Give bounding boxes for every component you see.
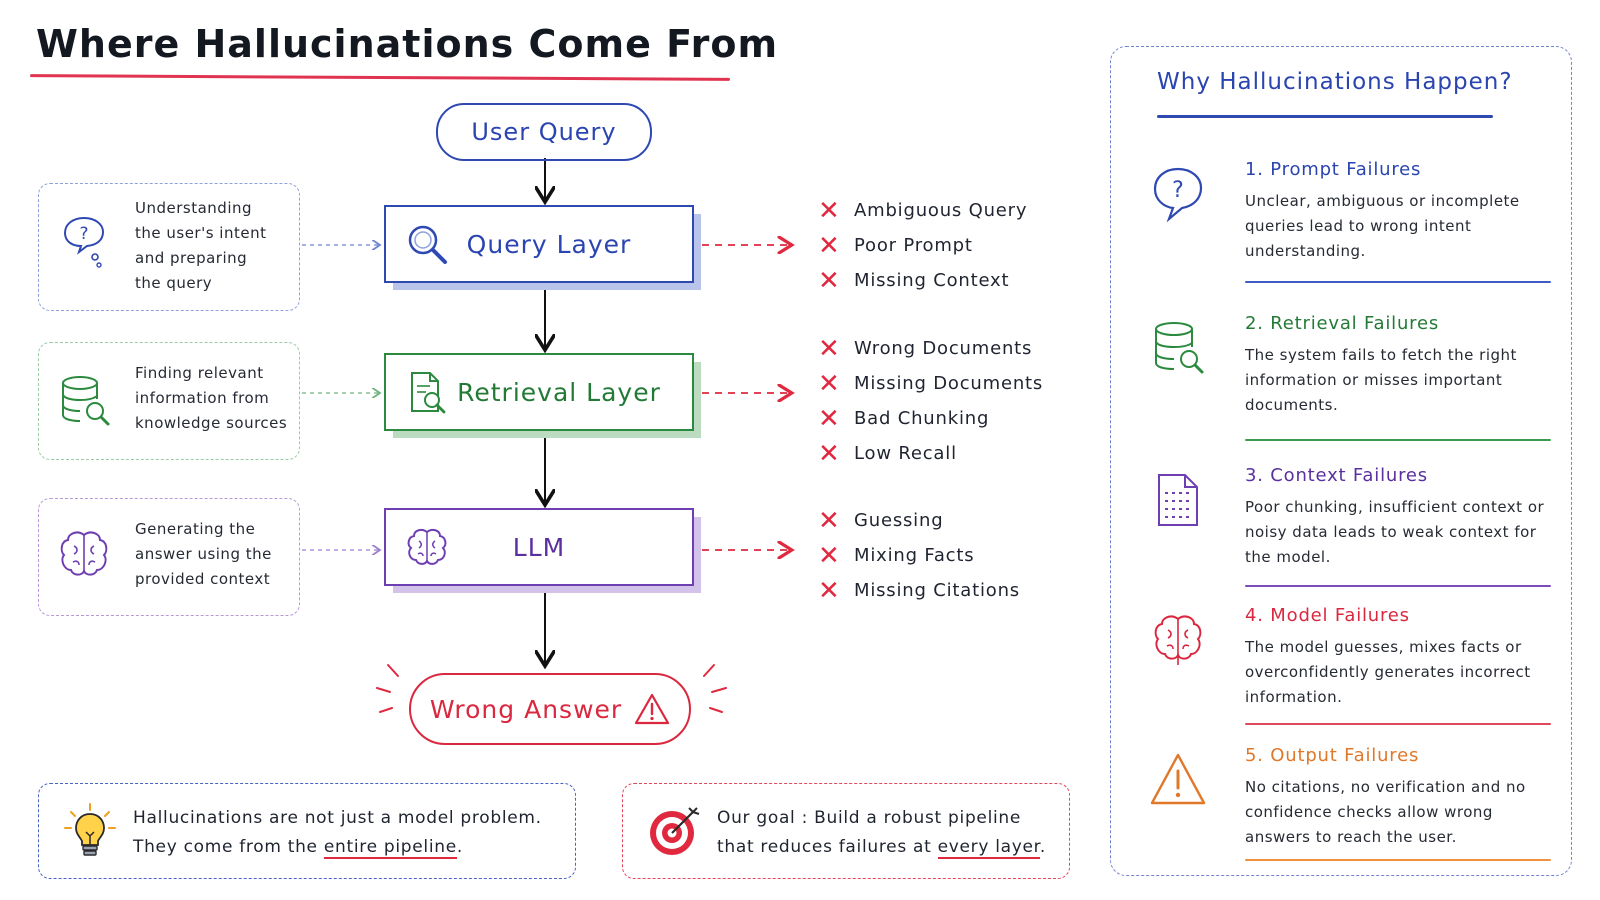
failure-item: ✕Mixing Facts — [818, 540, 975, 571]
retrieval-description-line: information from — [135, 389, 270, 407]
reason-body: Poor chunking, insufficient context or n… — [1245, 498, 1545, 566]
goal-line-1: Our goal : Build a robust pipeline — [717, 808, 1022, 828]
reasons-panel: Why Hallucinations Happen? ? 1. Prompt F… — [1110, 46, 1572, 876]
reason-body: The model guesses, mixes facts or overco… — [1245, 638, 1531, 706]
cross-icon: ✕ — [818, 403, 841, 434]
goal-line-2: that reduces failures at every layer. — [717, 837, 1046, 859]
failure-item: ✕Missing Documents — [818, 368, 1044, 399]
cross-icon: ✕ — [818, 195, 841, 226]
retrieval-description-line: Finding relevant — [135, 364, 264, 382]
user-query-node: User Query — [436, 103, 652, 161]
cross-icon: ✕ — [818, 368, 841, 399]
retrieval-description-line: knowledge sources — [135, 414, 288, 432]
insight-callout: Hallucinations are not just a model prob… — [38, 783, 576, 879]
brain-icon — [407, 528, 447, 565]
query-description-card: ? Understanding the user's intent and pr… — [38, 183, 300, 311]
insight-line-2: They come from the entire pipeline. — [133, 837, 463, 859]
retrieval-failure-list: ✕Wrong Documents ✕Missing Documents ✕Bad… — [818, 331, 1043, 471]
reason-heading: 3. Context Failures — [1245, 465, 1428, 486]
wrong-answer-node: Wrong Answer — [409, 673, 691, 745]
cross-icon: ✕ — [818, 438, 841, 469]
reason-body: No citations, no verification and no con… — [1245, 778, 1526, 846]
svg-text:?: ? — [79, 224, 88, 244]
llm-description-card: Generating the answer using the provided… — [38, 498, 300, 616]
llm-label: LLM — [512, 532, 566, 562]
reason-heading: 2. Retrieval Failures — [1245, 313, 1440, 334]
llm-node: LLM — [384, 508, 694, 586]
database-search-icon — [1155, 322, 1204, 374]
database-search-icon — [62, 376, 110, 426]
emphasis-text: every layer — [937, 837, 1040, 859]
failure-item: ✕Guessing — [818, 505, 944, 536]
thinking-bubble-icon: ? — [63, 216, 105, 268]
reason-body: The system fails to fetch the right info… — [1245, 346, 1517, 414]
failure-item: ✕Bad Chunking — [818, 403, 990, 434]
failure-item: ✕Low Recall — [818, 438, 957, 469]
failure-item: ✕Poor Prompt — [818, 230, 973, 261]
llm-description-line: Generating the — [135, 520, 256, 538]
panel-title-underline — [1157, 115, 1493, 118]
failure-item: ✕Wrong Documents — [818, 333, 1033, 364]
cross-icon: ✕ — [818, 265, 841, 296]
query-failure-list: ✕Ambiguous Query ✕Poor Prompt ✕Missing C… — [818, 193, 1027, 298]
cross-icon: ✕ — [818, 230, 841, 261]
brain-icon — [60, 531, 108, 576]
page-title: Where Hallucinations Come From — [36, 22, 779, 66]
query-layer-label: Query Layer — [466, 229, 632, 259]
panel-title: Why Hallucinations Happen? — [1157, 69, 1513, 95]
reason-divider — [1245, 859, 1551, 861]
question-bubble-icon: ? — [1153, 167, 1203, 223]
magnifier-icon — [408, 225, 447, 264]
cross-icon: ✕ — [818, 575, 841, 606]
failure-item: ✕Missing Citations — [818, 575, 1020, 606]
insight-line-1: Hallucinations are not just a model prob… — [133, 808, 542, 828]
document-search-icon — [411, 372, 446, 414]
document-icon — [1158, 474, 1198, 526]
query-description-line: and preparing — [135, 249, 248, 267]
emphasis-text: entire pipeline — [323, 837, 457, 859]
llm-failure-list: ✕Guessing ✕Mixing Facts ✕Missing Citatio… — [818, 503, 1020, 608]
reason-heading: 1. Prompt Failures — [1245, 159, 1422, 180]
reason-divider — [1245, 281, 1551, 283]
query-description-line: Understanding — [135, 199, 253, 217]
llm-description-line: provided context — [135, 570, 271, 588]
query-description-line: the user's intent — [135, 224, 267, 242]
target-icon — [650, 807, 700, 855]
reason-divider — [1245, 439, 1551, 441]
retrieval-layer-node: Retrieval Layer — [384, 353, 694, 431]
brain-icon — [1154, 615, 1202, 665]
failure-item: ✕Ambiguous Query — [818, 195, 1028, 226]
goal-callout: Our goal : Build a robust pipeline that … — [622, 783, 1070, 879]
wrong-answer-label: Wrong Answer — [429, 694, 623, 724]
reason-heading: 4. Model Failures — [1245, 605, 1410, 626]
warning-icon — [635, 693, 670, 725]
query-description-line: the query — [135, 274, 213, 292]
llm-description-line: answer using the — [135, 545, 272, 563]
reason-divider — [1245, 723, 1551, 725]
cross-icon: ✕ — [818, 333, 841, 364]
reason-divider — [1245, 585, 1551, 587]
cross-icon: ✕ — [818, 540, 841, 571]
query-layer-node: Query Layer — [384, 205, 694, 283]
cross-icon: ✕ — [818, 505, 841, 536]
svg-text:?: ? — [1172, 178, 1184, 203]
lightbulb-icon — [64, 803, 116, 856]
retrieval-description-card: Finding relevant information from knowle… — [38, 342, 300, 460]
reason-body: Unclear, ambiguous or incomplete queries… — [1245, 192, 1520, 260]
failure-item: ✕Missing Context — [818, 265, 1010, 296]
warning-icon — [1150, 753, 1206, 805]
reason-heading: 5. Output Failures — [1245, 745, 1420, 766]
retrieval-layer-label: Retrieval Layer — [457, 377, 661, 407]
alarm-strokes — [376, 664, 727, 713]
